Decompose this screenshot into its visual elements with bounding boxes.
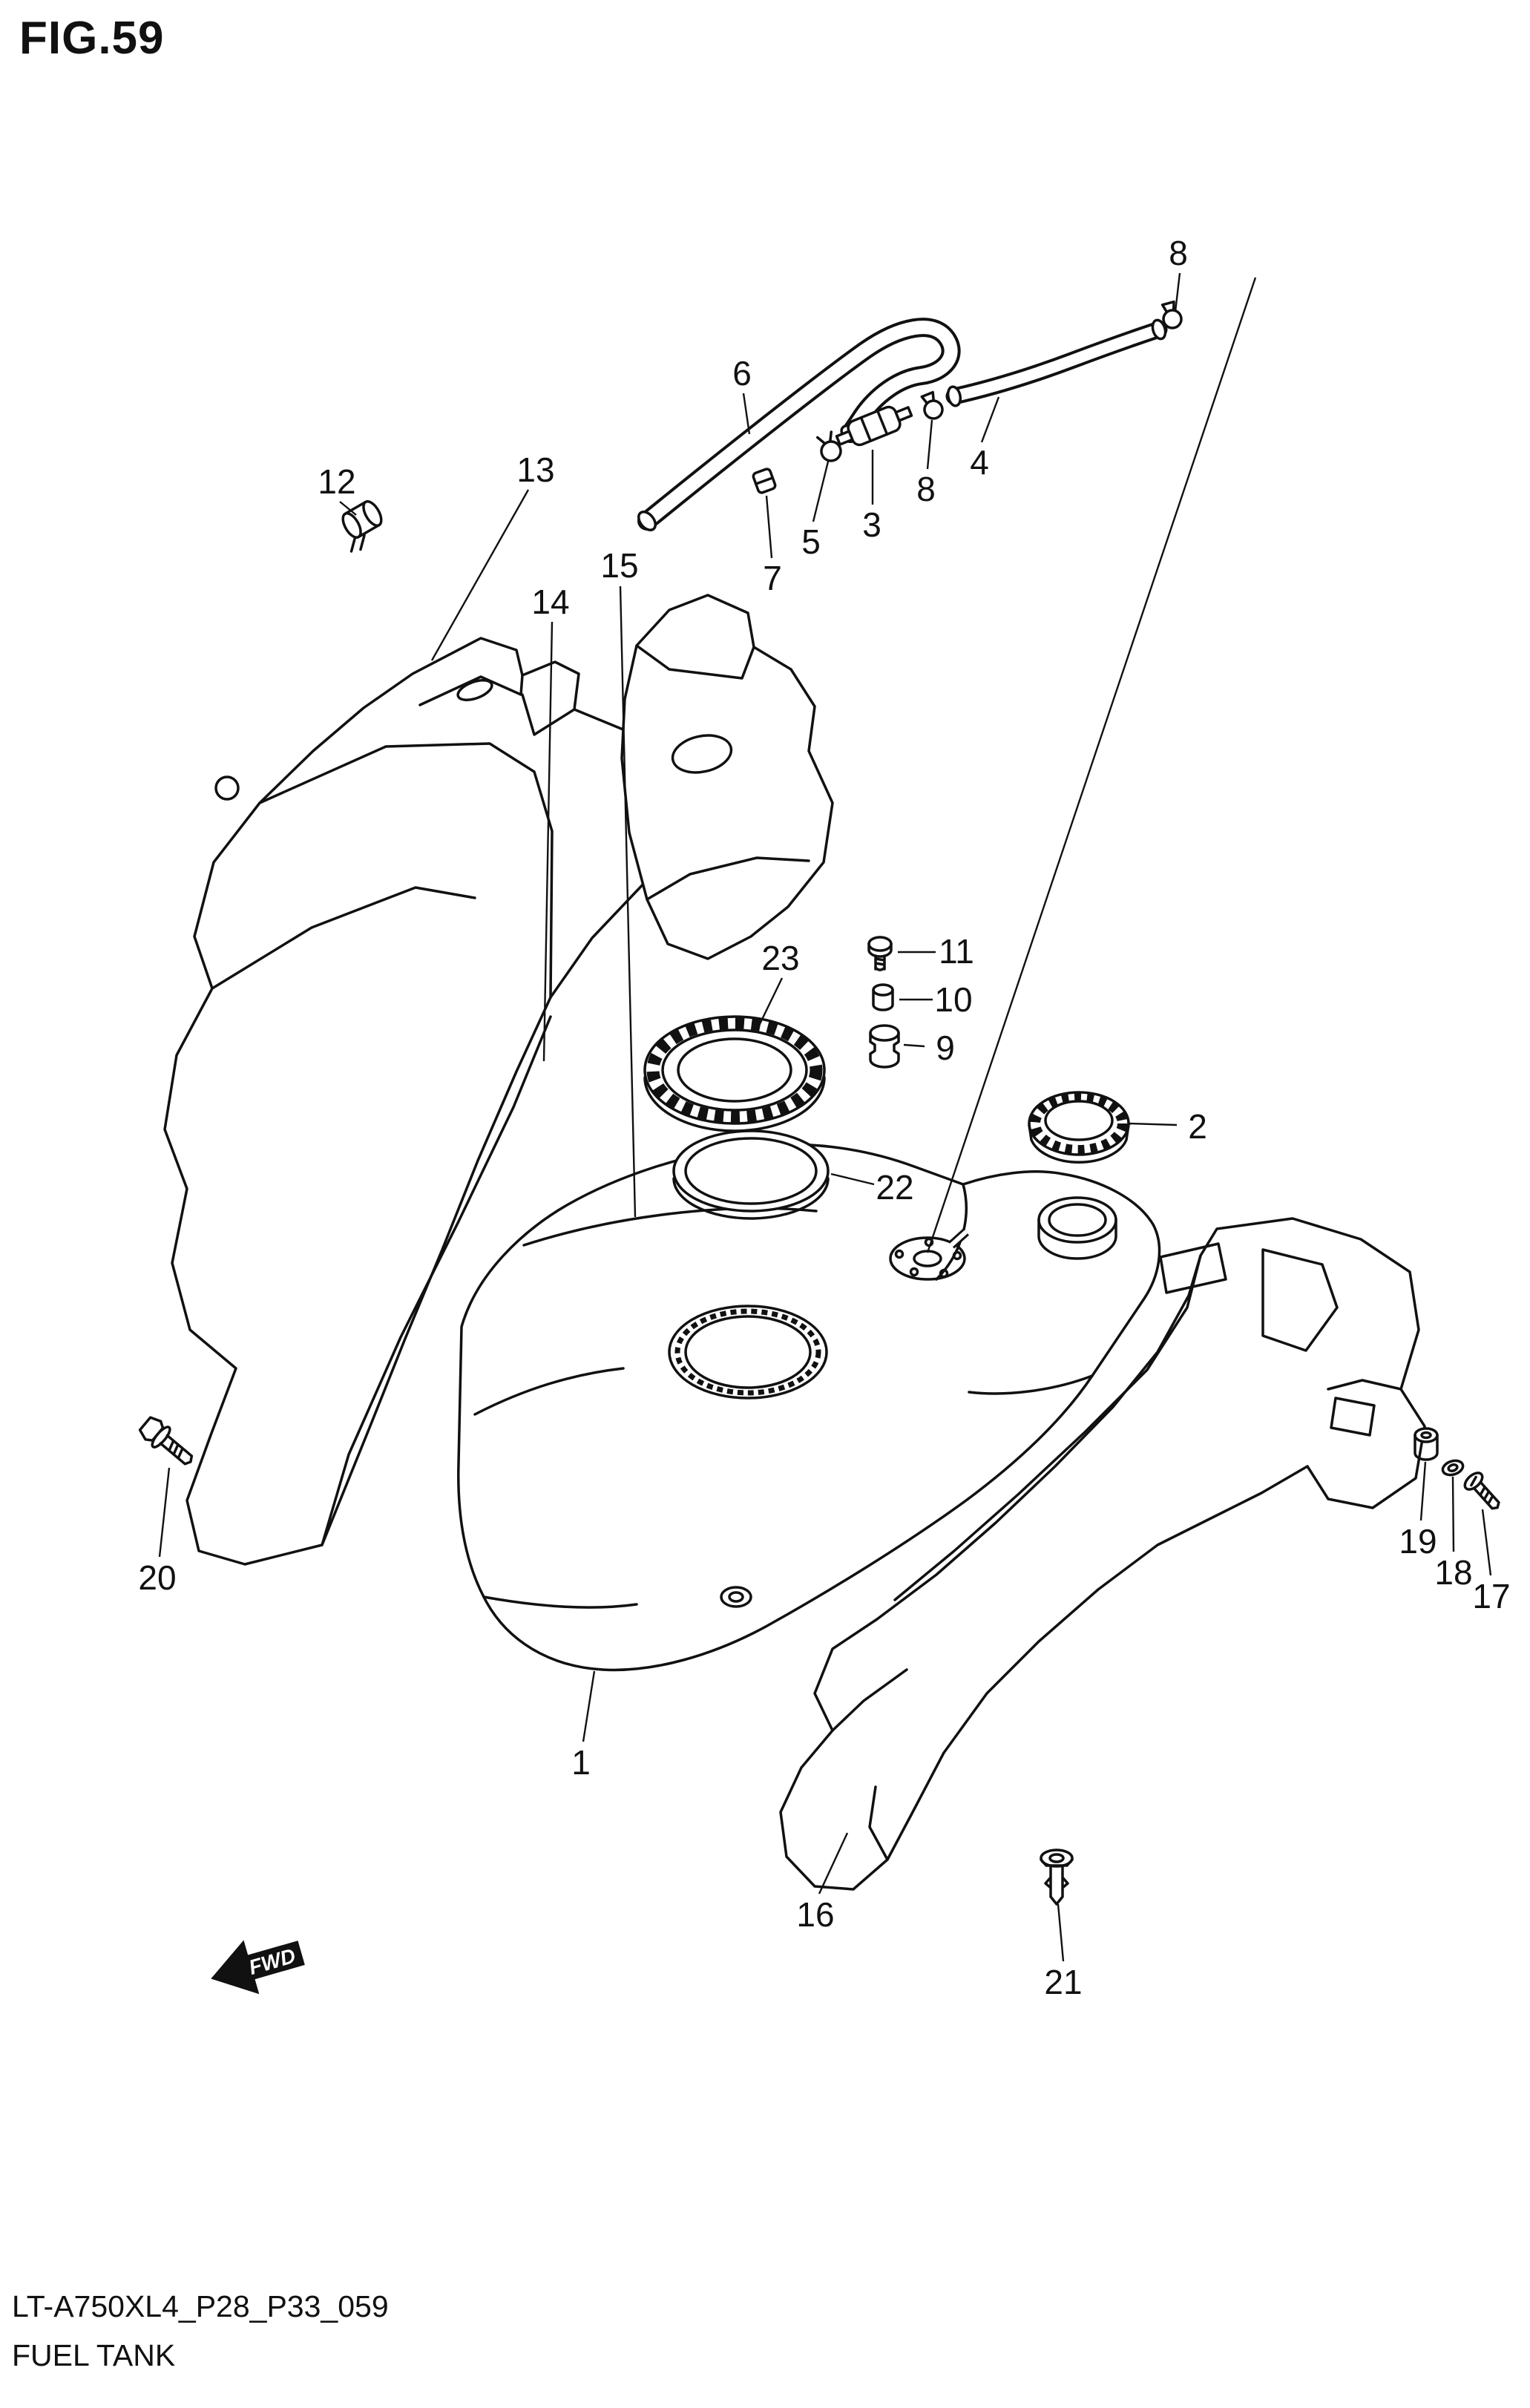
- mount-bracket: [779, 1217, 1426, 1891]
- leader-14: [542, 621, 554, 1062]
- washer-18: [1441, 1459, 1465, 1477]
- callout-11: 11: [939, 932, 974, 971]
- callout-10: 10: [934, 980, 973, 1019]
- tank-filler-neck: [1037, 1196, 1117, 1260]
- fuel-valve: [835, 405, 913, 447]
- leader-16: [818, 1832, 849, 1894]
- callout-8: 8: [1169, 234, 1188, 272]
- leader-7: [765, 495, 773, 559]
- callout-18: 18: [1434, 1553, 1473, 1592]
- callout-22: 22: [876, 1168, 914, 1207]
- callout-3: 3: [862, 505, 881, 544]
- leader-20: [158, 1467, 171, 1558]
- collar-19: [1414, 1427, 1439, 1461]
- fuel-hose: [637, 318, 961, 532]
- gasket: [672, 1129, 830, 1220]
- leader-1: [582, 1670, 596, 1742]
- callout-23: 23: [761, 939, 800, 977]
- leader-lines: [158, 272, 1492, 1962]
- center-cover: [620, 594, 834, 960]
- callout-14: 14: [531, 583, 570, 621]
- leader-9: [903, 1043, 925, 1048]
- callout-8: 8: [916, 470, 936, 508]
- leader-17: [1481, 1509, 1492, 1576]
- callout-2: 2: [1188, 1107, 1207, 1146]
- leader-2: [1129, 1122, 1178, 1126]
- tank-pump-opening: [668, 1305, 828, 1400]
- left-cover: [163, 637, 656, 1566]
- push-clip: [1040, 1848, 1074, 1906]
- figure-title: FIG.59: [19, 13, 165, 64]
- leader-15: [619, 585, 637, 1218]
- callout-21: 21: [1044, 1963, 1083, 2001]
- spacer-10: [872, 983, 894, 1011]
- routing-line: [926, 277, 1257, 1253]
- leader-4: [980, 396, 1000, 443]
- cover-hole: [214, 775, 240, 801]
- figure-footer: LT-A750XL4_P28_P33_059 FUEL TANK: [12, 2283, 389, 2380]
- callout-5: 5: [801, 522, 821, 561]
- callout-15: 15: [600, 546, 639, 585]
- callout-17: 17: [1472, 1577, 1511, 1615]
- callout-9: 9: [936, 1029, 955, 1067]
- fuel-hose-2: [945, 318, 1168, 407]
- leader-8: [926, 419, 933, 470]
- hose-clamp-8a: [1160, 300, 1183, 329]
- hose-clamp-5: [815, 430, 842, 462]
- screw-17: [1463, 1472, 1500, 1510]
- locking-ring: [643, 1015, 826, 1132]
- leader-12: [339, 501, 357, 516]
- hose-end: [946, 385, 962, 407]
- tank-pump-flange: [889, 1228, 970, 1281]
- flange-bolt-20: [138, 1416, 194, 1466]
- leader-23: [757, 977, 784, 1028]
- bolt-11: [867, 936, 893, 971]
- callout-6: 6: [732, 354, 752, 393]
- callout-16: 16: [796, 1895, 835, 1934]
- figure-part-code: LT-A750XL4_P28_P33_059: [12, 2289, 389, 2323]
- hose-clamp-8b: [920, 390, 944, 420]
- callout-20: 20: [138, 1558, 177, 1597]
- callout-1: 1: [571, 1743, 591, 1782]
- tank-drain-boss: [720, 1586, 752, 1608]
- fwd-arrow: FWD: [211, 1940, 305, 1995]
- pipe-clamp-12: [341, 500, 383, 553]
- leader-8: [1174, 272, 1181, 312]
- hose-end: [637, 510, 657, 532]
- callout-19: 19: [1399, 1522, 1437, 1561]
- leader-22: [830, 1172, 875, 1186]
- callout-4: 4: [970, 443, 989, 482]
- hose-end: [1151, 318, 1167, 341]
- fuel-cap: [1028, 1091, 1130, 1164]
- leader-13: [430, 489, 530, 661]
- leader-18: [1451, 1476, 1455, 1552]
- leader-19: [1419, 1461, 1427, 1521]
- callout-12: 12: [318, 462, 356, 501]
- figure-caption: FUEL TANK: [12, 2338, 176, 2372]
- hose-clip-7: [752, 468, 777, 494]
- grommet: [869, 1024, 900, 1069]
- callout-13: 13: [516, 450, 555, 489]
- callout-7: 7: [763, 559, 782, 597]
- leader-5: [812, 461, 830, 522]
- leader-6: [742, 393, 751, 435]
- leader-21: [1057, 1903, 1065, 1962]
